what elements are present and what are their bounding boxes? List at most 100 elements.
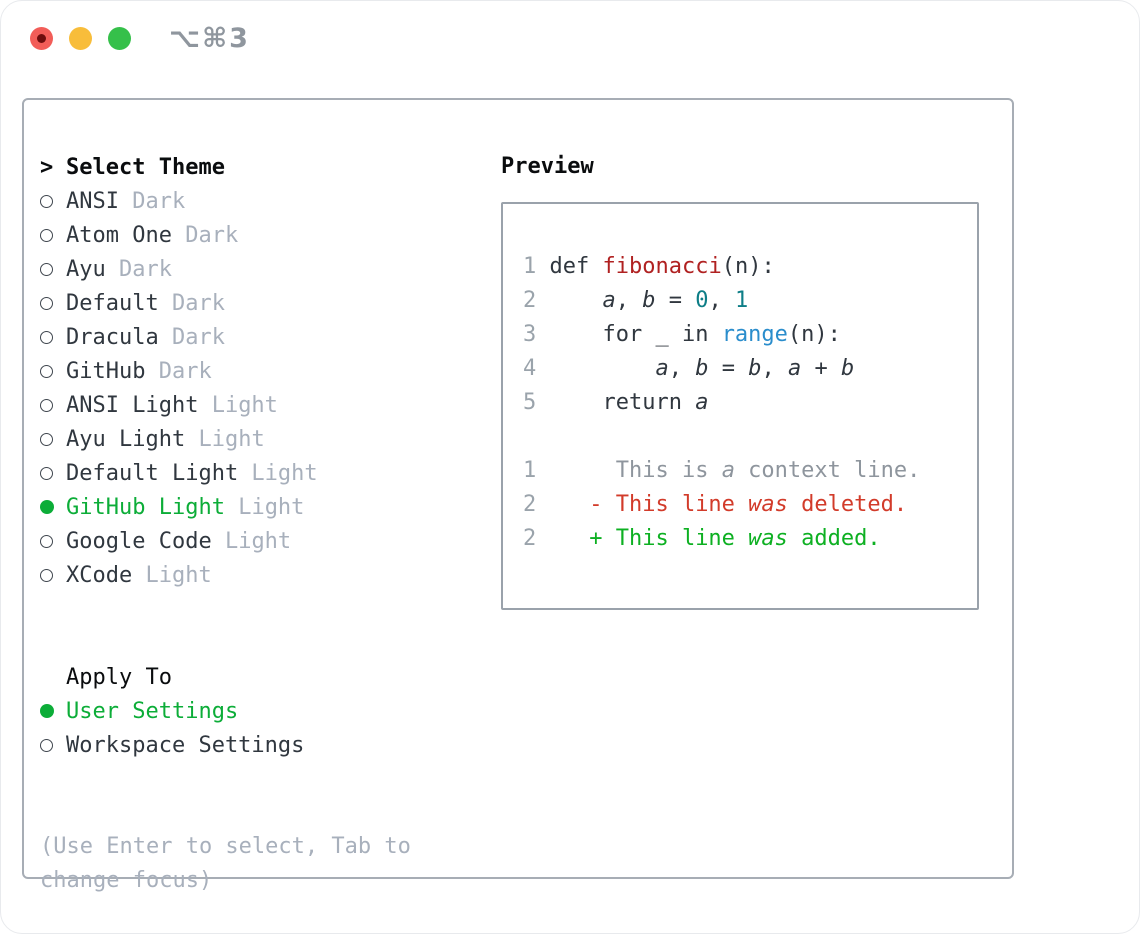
radio-selected-icon[interactable]	[40, 704, 66, 718]
theme-variant-label: Dark	[118, 188, 186, 214]
code-token: (n):	[721, 254, 775, 279]
theme-option-label: Dracula	[66, 324, 159, 350]
theme-option[interactable]: Dracula Dark	[40, 320, 492, 354]
apply-option[interactable]: User Settings	[40, 694, 492, 728]
code-token: fibonacci	[602, 254, 722, 279]
code-token: deleted.	[787, 492, 908, 517]
code-token: b	[840, 356, 855, 381]
code-token	[536, 356, 655, 381]
code-token	[536, 288, 602, 313]
code-line: 2 - This line was deleted.	[523, 488, 977, 522]
radio-unselected-icon[interactable]	[40, 738, 66, 752]
theme-variant-label: Light	[198, 392, 278, 418]
code-token: (n):	[787, 322, 841, 347]
theme-option[interactable]: Ayu Light Light	[40, 422, 492, 456]
radio-unselected-icon[interactable]	[40, 466, 66, 480]
code-token: ,	[615, 288, 643, 313]
cursor-icon: >	[40, 154, 54, 180]
close-button[interactable]	[30, 27, 53, 50]
theme-option[interactable]: GitHub Dark	[40, 354, 492, 388]
preview-heading: Preview	[501, 154, 594, 179]
radio-unselected-icon[interactable]	[40, 534, 66, 548]
keyboard-hint-line-1: (Use Enter to select, Tab to	[40, 834, 411, 859]
code-token: b	[695, 356, 709, 381]
code-token: 1	[523, 254, 537, 279]
code-line: 1 This is a context line.	[523, 454, 977, 488]
code-token: 2	[523, 526, 537, 551]
code-line: 1 def fibonacci(n):	[523, 250, 977, 284]
zoom-button[interactable]	[108, 27, 131, 50]
code-token: ,	[708, 288, 735, 313]
theme-variant-label: Light	[238, 460, 318, 486]
traffic-lights	[30, 27, 131, 50]
spacer	[40, 762, 492, 830]
code-line: 3 for _ in range(n):	[523, 318, 977, 352]
theme-option[interactable]: Google Code Light	[40, 524, 492, 558]
title-bar: ⌥⌘3	[1, 1, 1139, 98]
apply-to-label: Apply To	[66, 664, 172, 690]
theme-variant-label: Dark	[105, 256, 172, 282]
theme-variant-label: Dark	[145, 358, 212, 384]
theme-option[interactable]: Default Dark	[40, 286, 492, 320]
code-token: 1	[523, 458, 537, 483]
code-token: - This line	[536, 492, 749, 517]
code-token: =	[708, 356, 749, 381]
code-token: added.	[787, 526, 881, 551]
radio-unselected-icon[interactable]	[40, 398, 66, 412]
theme-option[interactable]: ANSI Dark	[40, 184, 492, 218]
code-token: def	[536, 254, 603, 279]
radio-selected-icon[interactable]	[40, 500, 66, 514]
code-line: 5 return a	[523, 386, 977, 420]
code-line: 2 + This line was added.	[523, 522, 977, 556]
apply-option[interactable]: Workspace Settings	[40, 728, 492, 762]
theme-option-label: Atom One	[66, 222, 172, 248]
radio-unselected-icon[interactable]	[40, 228, 66, 242]
code-token: 2	[523, 492, 537, 517]
window-title: ⌥⌘3	[169, 23, 250, 54]
code-token: a	[787, 356, 802, 381]
code-line	[523, 420, 977, 454]
apply-to-heading: Apply To	[40, 660, 492, 694]
code-token: a	[602, 288, 616, 313]
theme-variant-label: Dark	[171, 222, 239, 248]
code-token: range	[721, 322, 788, 347]
theme-option[interactable]: XCode Light	[40, 558, 492, 592]
code-token: a	[695, 390, 709, 415]
code-token: =	[655, 288, 696, 313]
minimize-button[interactable]	[69, 27, 92, 50]
radio-unselected-icon[interactable]	[40, 330, 66, 344]
code-token: 5	[523, 390, 537, 415]
theme-option-label: ANSI Light	[66, 392, 199, 418]
code-token: a	[721, 458, 735, 483]
code-token: b	[642, 288, 656, 313]
radio-unselected-icon[interactable]	[40, 194, 66, 208]
theme-option[interactable]: Ayu Dark	[40, 252, 492, 286]
code-token: 3	[523, 322, 537, 347]
theme-option-label: Ayu	[66, 256, 106, 282]
radio-unselected-icon[interactable]	[40, 364, 66, 378]
code-token: 0	[695, 288, 709, 313]
radio-unselected-icon[interactable]	[40, 262, 66, 276]
spacer	[40, 592, 492, 660]
code-token: ,	[761, 356, 788, 381]
theme-option-label: GitHub	[66, 358, 146, 384]
code-token: b	[748, 356, 762, 381]
apply-option-label: User Settings	[66, 698, 239, 724]
radio-unselected-icon[interactable]	[40, 296, 66, 310]
radio-unselected-icon[interactable]	[40, 432, 66, 446]
code-token: context line.	[734, 458, 921, 483]
theme-option[interactable]: ANSI Light Light	[40, 388, 492, 422]
radio-unselected-icon[interactable]	[40, 568, 66, 582]
theme-option[interactable]: GitHub Light Light	[40, 490, 492, 524]
theme-option[interactable]: Atom One Dark	[40, 218, 492, 252]
code-token: ,	[668, 356, 696, 381]
code-line: 4 a, b = b, a + b	[523, 352, 977, 386]
theme-option[interactable]: Default Light Light	[40, 456, 492, 490]
theme-variant-label: Light	[211, 528, 292, 554]
code-token: This is	[536, 458, 722, 483]
code-token: 2	[523, 288, 537, 313]
